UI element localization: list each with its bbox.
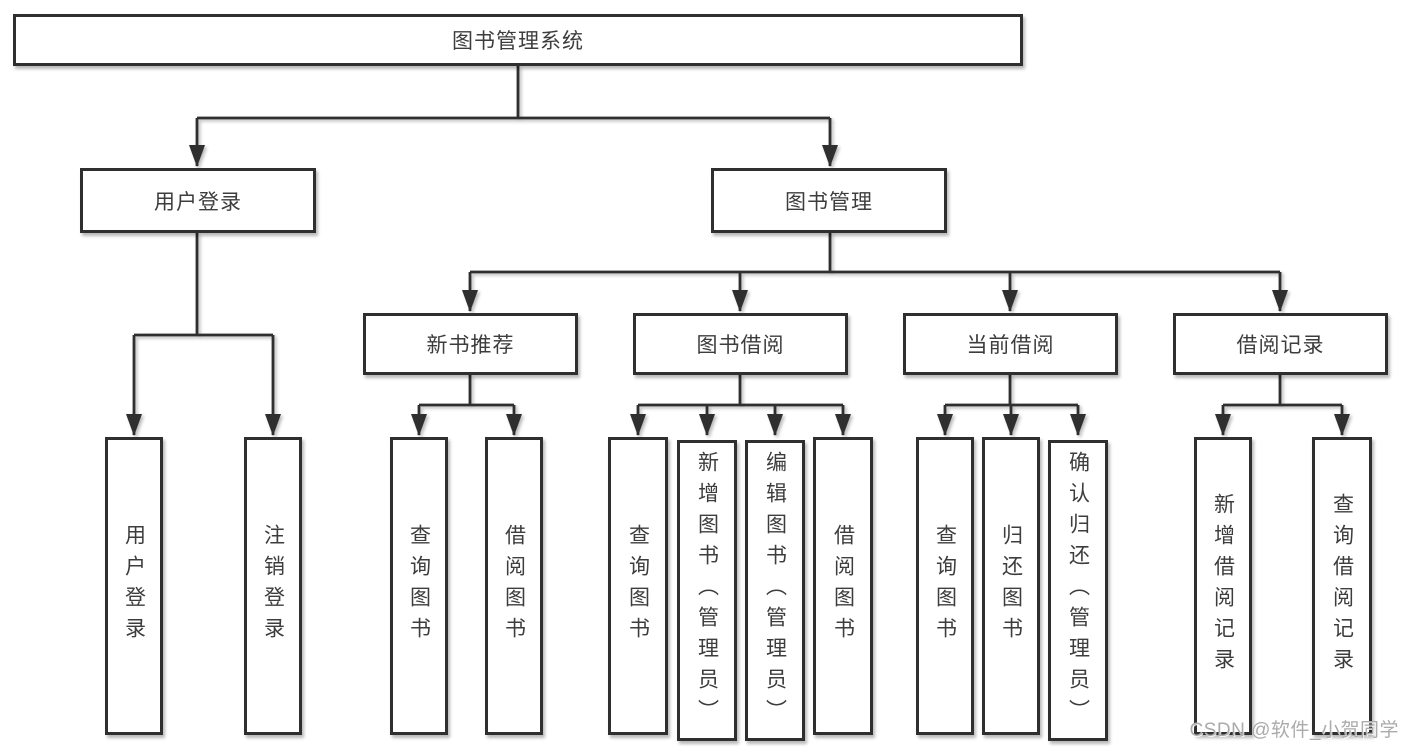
leaf-br-add-record-label: 新增借阅记录 [1211, 493, 1235, 679]
leaf-nbr-borrow-books-label: 借阅图书 [502, 524, 526, 648]
node-book-management-label: 图书管理 [785, 190, 873, 214]
leaf-br-query-record: 查询借阅记录 [1312, 437, 1372, 735]
node-current-borrowing-label: 当前借阅 [966, 334, 1055, 357]
watermark: CSDN @软件_小贺同学 [1189, 720, 1399, 741]
node-root: 图书管理系统 [13, 14, 1023, 66]
node-book-borrowing: 图书借阅 [633, 313, 848, 375]
leaf-bb-query-books-label: 查询图书 [626, 524, 650, 648]
leaf-cb-confirm-return-admin-label: 确认归还（管理员） [1066, 451, 1090, 730]
node-book-borrowing-label: 图书借阅 [696, 334, 785, 357]
node-current-borrowing: 当前借阅 [903, 313, 1118, 375]
node-borrowing-records-label: 借阅记录 [1236, 334, 1325, 357]
leaf-bb-add-books-admin: 新增图书（管理员） [677, 440, 737, 741]
leaf-nbr-query-books-label: 查询图书 [407, 524, 431, 648]
node-borrowing-records: 借阅记录 [1173, 313, 1388, 375]
leaf-cb-return-books: 归还图书 [982, 437, 1040, 735]
arrow-icons [126, 118, 1350, 436]
leaf-logout-label: 注销登录 [261, 524, 285, 648]
leaf-bb-add-books-admin-label: 新增图书（管理员） [695, 451, 719, 730]
leaf-bb-edit-books-admin-label: 编辑图书（管理员） [763, 451, 787, 730]
node-book-management: 图书管理 [711, 168, 947, 233]
node-new-book-recommendation-label: 新书推荐 [426, 334, 515, 357]
leaf-bb-borrow-books: 借阅图书 [813, 437, 873, 735]
leaf-bb-borrow-books-label: 借阅图书 [831, 524, 855, 648]
leaf-br-query-record-label: 查询借阅记录 [1330, 493, 1354, 679]
leaf-nbr-borrow-books: 借阅图书 [485, 437, 543, 735]
node-user-login-label: 用户登录 [154, 190, 242, 214]
node-user-login: 用户登录 [80, 168, 316, 233]
node-new-book-recommendation: 新书推荐 [363, 313, 578, 375]
leaf-logout: 注销登录 [244, 437, 302, 735]
leaf-br-add-record: 新增借阅记录 [1194, 437, 1252, 735]
leaf-cb-confirm-return-admin: 确认归还（管理员） [1048, 440, 1108, 741]
leaf-bb-query-books: 查询图书 [608, 437, 668, 735]
leaf-user-login: 用户登录 [105, 437, 163, 735]
node-root-label: 图书管理系统 [452, 30, 584, 53]
connector-trunks [134, 66, 1342, 407]
leaf-cb-return-books-label: 归还图书 [999, 524, 1023, 648]
leaf-cb-query-books-label: 查询图书 [933, 524, 957, 648]
leaf-bb-edit-books-admin: 编辑图书（管理员） [745, 440, 805, 741]
leaf-user-login-label: 用户登录 [122, 524, 146, 648]
leaf-nbr-query-books: 查询图书 [390, 437, 448, 735]
leaf-cb-query-books: 查询图书 [916, 437, 974, 735]
